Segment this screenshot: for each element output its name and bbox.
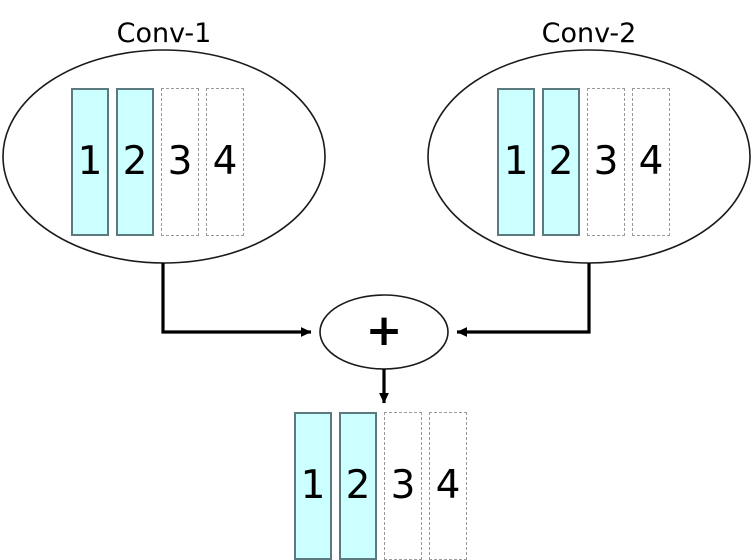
conv-1-channel-1-label: 1 [77, 138, 103, 184]
conv-2-channel-1[interactable]: 1 [497, 88, 535, 236]
output-channel-3[interactable]: 3 [384, 412, 422, 560]
conv-1-channel-1[interactable]: 1 [71, 88, 109, 236]
conv-1-bar-group: 1 2 3 4 [71, 88, 261, 236]
conv-2-label: Conv-2 [541, 18, 637, 49]
conv-2-channel-2-label: 2 [548, 138, 574, 184]
conv-1-channel-2[interactable]: 2 [116, 88, 154, 236]
output-channel-1[interactable]: 1 [294, 412, 332, 560]
conv-2-channel-2[interactable]: 2 [542, 88, 580, 236]
conv-1-channel-3[interactable]: 3 [161, 88, 199, 236]
output-bar-group: 1 2 3 4 [294, 412, 484, 560]
output-channel-2[interactable]: 2 [339, 412, 377, 560]
output-channel-3-label: 3 [390, 462, 416, 508]
conv-2-channel-4[interactable]: 4 [632, 88, 670, 236]
sum-operator-symbol: + [365, 305, 403, 356]
conv-2-channel-4-label: 4 [638, 138, 664, 184]
conv-1-channel-4-label: 4 [212, 138, 238, 184]
output-channel-4-label: 4 [435, 462, 461, 508]
conv2-to-sum-connector [456, 263, 591, 337]
conv-1-label: Conv-1 [116, 18, 212, 49]
conv-1-channel-2-label: 2 [122, 138, 148, 184]
output-channel-2-label: 2 [345, 462, 371, 508]
conv-1-channel-3-label: 3 [167, 138, 193, 184]
conv1-to-sum-connector [161, 263, 312, 337]
conv-2-channel-3-label: 3 [593, 138, 619, 184]
output-channel-4[interactable]: 4 [429, 412, 467, 560]
conv-2-channel-3[interactable]: 3 [587, 88, 625, 236]
conv-1-channel-4[interactable]: 4 [206, 88, 244, 236]
conv-2-bar-group: 1 2 3 4 [497, 88, 687, 236]
output-channel-1-label: 1 [300, 462, 326, 508]
conv-2-channel-1-label: 1 [503, 138, 529, 184]
